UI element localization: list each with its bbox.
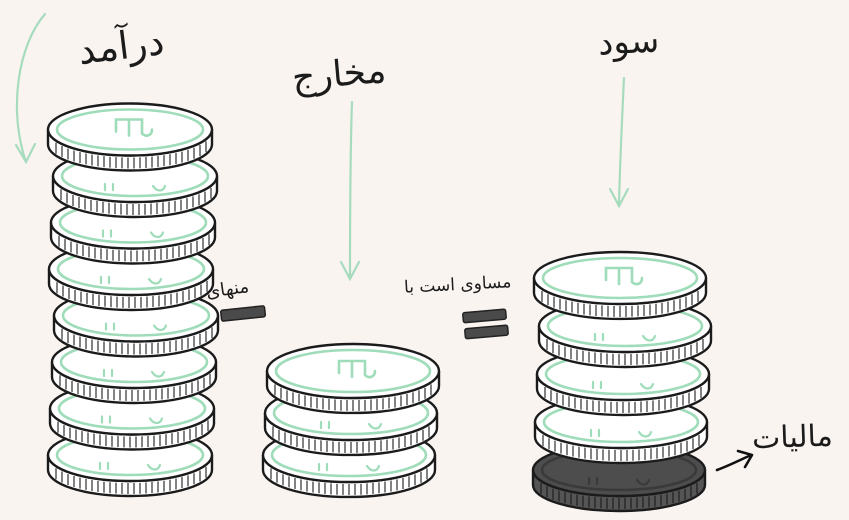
toman-coin-icon	[48, 104, 212, 171]
income-arrow-icon	[17, 14, 45, 162]
expenses-label: مخارج	[290, 50, 387, 99]
profit-label: سود	[597, 20, 660, 63]
profit-arrow-icon	[619, 78, 624, 205]
expenses-arrow-icon	[350, 102, 352, 278]
equals-sign-bottom-icon	[465, 325, 509, 339]
toman-coin-icon	[267, 344, 439, 413]
equals-sign-top-icon	[463, 309, 507, 323]
profit-coin-stack	[533, 252, 711, 511]
minus-sign-icon	[221, 306, 266, 322]
expenses-coin-stack	[263, 344, 439, 497]
income-arrow-head-icon	[16, 144, 35, 162]
income-coin-stack	[48, 104, 218, 497]
tax-label: مالیات	[751, 419, 833, 457]
toman-coin-icon	[534, 252, 706, 319]
